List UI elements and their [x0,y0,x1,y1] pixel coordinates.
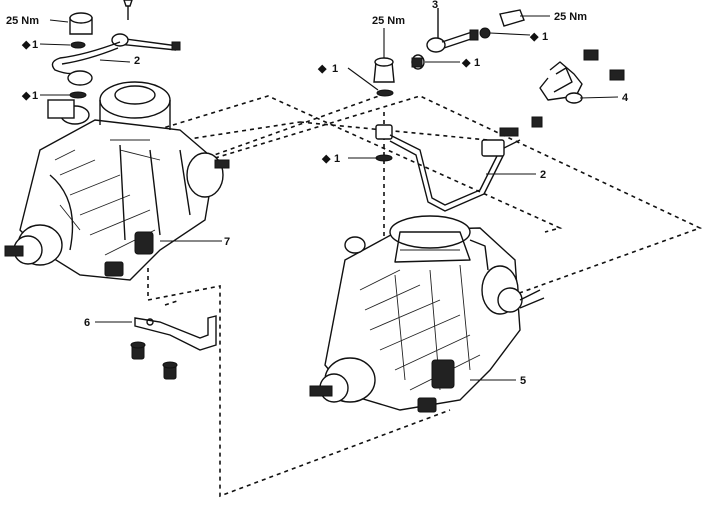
callout-1: 1 [334,153,340,165]
bracket [130,315,217,380]
callout-1: 1 [542,31,548,43]
part-number-2-right: 2 [540,169,546,181]
callout-1: 1 [332,63,338,75]
diagram-labels: 25 Nm ◆ 1 ◆ 1 2 7 6 25 Nm 3 25 Nm ◆ 1 ◆ … [6,0,629,387]
diamond-marker: ◆ [461,57,471,69]
torque-label-top-left: 25 Nm [6,15,39,27]
part-number-7: 7 [224,236,230,248]
diamond-marker: ◆ [529,31,539,43]
fuel-pump-right [309,215,545,413]
part-number-2-left: 2 [134,55,140,67]
diamond-marker: ◆ [21,39,31,51]
torque-label-top-right: 25 Nm [554,11,587,23]
diamond-marker: ◆ [21,90,31,102]
pipe-assembly-4 [539,49,625,104]
callout-1: 1 [32,90,38,102]
torque-label-top-middle: 25 Nm [372,15,405,27]
center-fittings [373,8,525,162]
part-number-6: 6 [84,317,90,329]
leader-lines [39,15,619,381]
part-number-4: 4 [622,92,629,104]
callout-1: 1 [32,39,38,51]
diamond-marker: ◆ [321,153,331,165]
injection-pipe [375,116,543,212]
callout-1: 1 [474,57,480,69]
fuel-pump-left [4,81,230,281]
part-number-3: 3 [432,0,438,11]
left-top-fittings [51,0,181,99]
diamond-marker: ◆ [317,63,327,75]
assembly-guide-lines [147,91,703,498]
part-number-5: 5 [520,375,526,387]
